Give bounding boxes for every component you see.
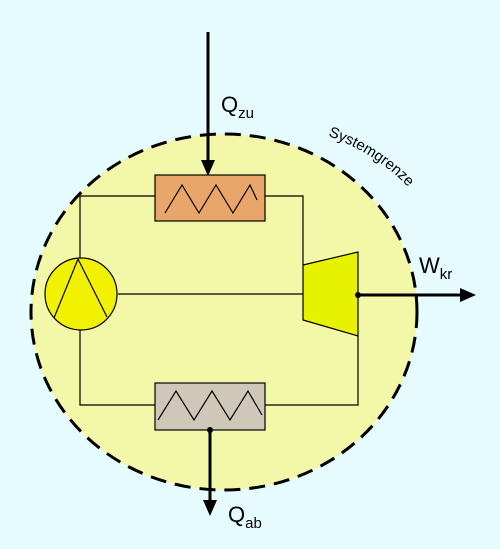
heat-in-label: Qzu (221, 92, 254, 122)
heat-out-label-sub: ab (245, 515, 262, 532)
heat-out-arrow (203, 427, 217, 516)
heater (154, 174, 266, 222)
heat-exchanger-icon (164, 183, 258, 215)
turbine-icon (302, 251, 359, 337)
work-label-sub: kr (440, 266, 453, 283)
circuit-lines (79, 195, 359, 406)
heat-out-label: Qab (228, 502, 262, 532)
work-label: Wkr (419, 253, 452, 283)
heat-in-arrow (201, 32, 215, 176)
heat-out-label-main: Q (228, 502, 245, 527)
pump (44, 257, 118, 331)
pump-icon (44, 257, 118, 331)
heat-exchanger-icon (157, 389, 263, 422)
heat-in-label-main: Q (221, 92, 238, 117)
work-label-main: W (419, 253, 440, 278)
cooler (154, 382, 266, 431)
system-boundary (29, 132, 419, 492)
work-out-arrow (355, 288, 476, 302)
heat-in-label-sub: zu (238, 105, 254, 122)
